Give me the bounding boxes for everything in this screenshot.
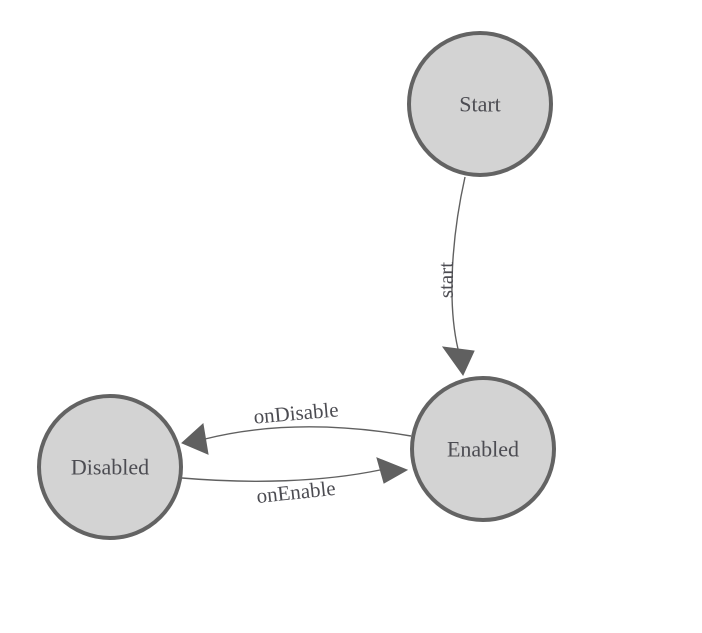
arrowhead-enabled-to-disabled bbox=[181, 423, 209, 455]
node-disabled: Disabled bbox=[37, 394, 183, 540]
disabled-node-circle bbox=[37, 394, 183, 540]
enabled-node-label: Enabled bbox=[447, 437, 519, 462]
edge-line-start-to-enabled bbox=[451, 176, 466, 350]
edge-line-enabled-to-disabled bbox=[204, 426, 412, 440]
edge-label-ondisable: onDisable bbox=[253, 397, 340, 428]
edge-start-to-enabled: start bbox=[434, 176, 475, 376]
arrowhead-start-to-enabled bbox=[441, 346, 475, 376]
edge-disabled-to-enabled: onEnable bbox=[181, 457, 409, 508]
edge-label-start: start bbox=[434, 262, 458, 298]
start-node-circle bbox=[407, 31, 553, 177]
enabled-node-circle bbox=[410, 376, 556, 522]
edge-enabled-to-disabled: onDisable bbox=[181, 397, 412, 455]
node-enabled: Enabled bbox=[410, 376, 556, 522]
node-start: Start bbox=[407, 31, 553, 177]
start-node-label: Start bbox=[459, 92, 501, 117]
arrowhead-disabled-to-enabled bbox=[376, 457, 409, 484]
disabled-node-label: Disabled bbox=[71, 455, 149, 480]
edge-line-disabled-to-enabled bbox=[181, 469, 381, 482]
